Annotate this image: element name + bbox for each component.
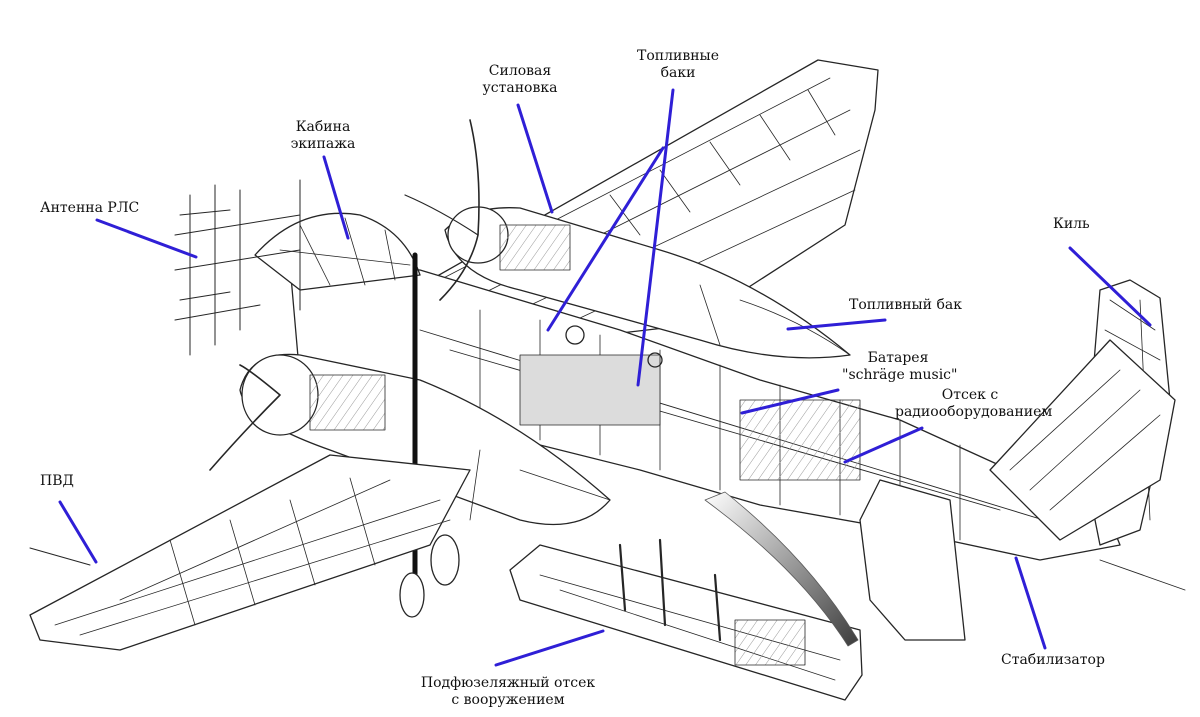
leader-fuel-tank	[786, 318, 887, 331]
assembly-arrow	[704, 491, 859, 647]
label-fuel-tanks-line-1: Топливные	[637, 48, 719, 64]
label-cockpit-line-1: Кабина	[295, 119, 351, 135]
label-stabilizer: Стабилизатор	[1001, 652, 1105, 668]
label-battery: Батарея "schräge music"	[842, 350, 958, 384]
label-power-plant-line-1: Силовая	[488, 63, 552, 79]
label-cockpit: Кабина экипажа	[282, 119, 364, 153]
label-weapons-bay-line-1: Подфюзеляжный отсек	[420, 675, 596, 691]
label-fuel-tank: Топливный бак	[849, 297, 962, 313]
radar-antenna	[174, 179, 301, 356]
label-radio-bay-line-1: Отсек с	[941, 387, 999, 403]
label-power-plant: Силовая установка	[474, 63, 566, 97]
label-pitot: ПВД	[40, 473, 74, 489]
label-weapons-bay: Подфюзеляжный отсек с вооружением	[420, 675, 596, 709]
label-weapons-bay-line-2: с вооружением	[451, 692, 565, 708]
landing-gear	[399, 534, 460, 618]
label-battery-line-2: "schräge music"	[842, 367, 958, 383]
leader-fin	[1068, 246, 1152, 327]
left-engine	[209, 353, 611, 526]
label-radio-bay-line-2: радиооборудованием	[895, 404, 1053, 420]
leader-fuel-tanks-right	[636, 88, 675, 387]
leader-power-plant	[516, 103, 554, 214]
cockpit	[254, 212, 421, 291]
right-engine	[404, 119, 851, 359]
leader-cockpit	[322, 155, 350, 240]
label-fuel-tanks: Топливные баки	[628, 48, 728, 82]
leader-radar-antenna	[95, 218, 198, 259]
leader-stabilizer	[1014, 556, 1047, 650]
leader-radio-bay	[843, 426, 924, 464]
label-fuel-tanks-line-2: баки	[660, 65, 696, 81]
horizontal-stabilizer	[859, 339, 1186, 641]
label-radar-antenna: Антенна РЛС	[40, 200, 140, 216]
leader-weapons-bay	[494, 629, 605, 667]
label-power-plant-line-2: установка	[482, 80, 558, 96]
leader-pitot	[58, 500, 98, 564]
left-wing	[29, 454, 471, 651]
label-cockpit-line-2: экипажа	[290, 136, 356, 152]
label-battery-line-1: Батарея	[867, 350, 929, 366]
label-radio-bay: Отсек с радиооборудованием	[895, 387, 1053, 421]
fuselage	[289, 264, 1121, 561]
label-fin: Киль	[1053, 216, 1090, 232]
leader-fuel-tanks-left	[546, 146, 665, 332]
weapons-pack	[509, 538, 863, 701]
leader-battery	[740, 388, 840, 415]
